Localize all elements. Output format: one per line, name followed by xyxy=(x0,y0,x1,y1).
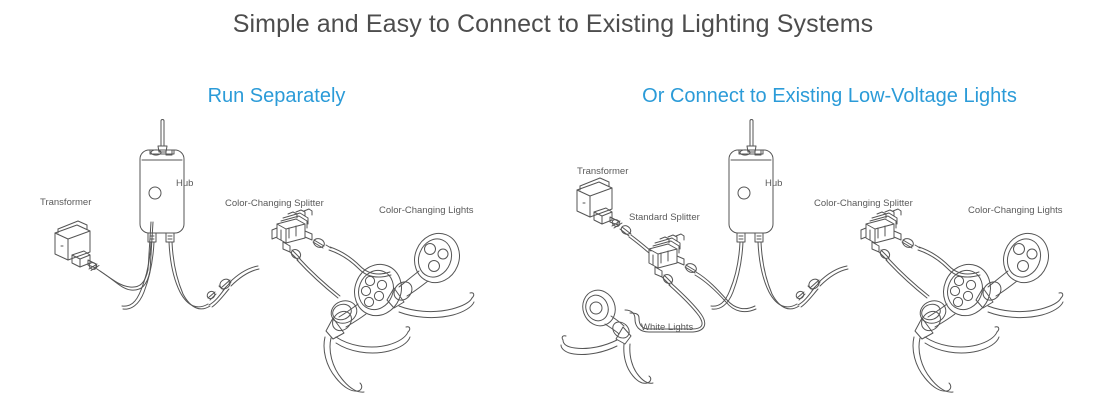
panel-connect-to-existing: Or Connect to Existing Low-Voltage Light… xyxy=(553,0,1106,405)
label-white-lights: White Lights xyxy=(641,322,694,333)
cable-connector xyxy=(661,274,674,286)
cable-splitter-branch-b xyxy=(918,246,980,275)
label-color-changing-lights: Color-Changing Lights xyxy=(379,205,474,216)
hub-icon xyxy=(728,119,774,243)
cable-splitter-branch-b xyxy=(329,246,391,275)
label-transformer: Transformer xyxy=(577,166,628,177)
standard-splitter-icon xyxy=(648,233,685,278)
cable-std-splitter-to-hub xyxy=(695,271,756,310)
transformer-icon xyxy=(576,177,619,226)
cable-transformer-to-std-splitter xyxy=(630,234,652,252)
color-changing-splitter-icon xyxy=(860,208,902,253)
hub-cable-left xyxy=(121,241,152,307)
cable-std-splitter-to-white-light xyxy=(634,282,706,333)
cable-transformer-to-hub xyxy=(96,221,152,288)
diagram-connect-to-existing: Transformer Standard Splitter Hub Color-… xyxy=(553,118,1106,405)
page-title: Simple and Easy to Connect to Existing L… xyxy=(232,10,874,38)
label-standard-splitter: Standard Splitter xyxy=(629,212,700,223)
label-color-changing-lights: Color-Changing Lights xyxy=(968,205,1063,216)
cable-connector xyxy=(901,238,921,249)
cable-connector xyxy=(807,278,821,291)
cable-connector xyxy=(878,249,891,261)
hub-cable-right xyxy=(168,241,209,308)
panel-heading-run-separately: Run Separately xyxy=(207,85,346,107)
label-color-changing-splitter: Color-Changing Splitter xyxy=(225,198,324,209)
color-changing-lights-icon xyxy=(323,232,475,393)
hub-cable-right xyxy=(757,241,798,308)
cable-connector xyxy=(684,263,697,274)
label-color-changing-splitter: Color-Changing Splitter xyxy=(814,198,913,209)
hub-cable-left xyxy=(710,241,741,307)
white-lights-icon xyxy=(560,289,654,384)
cable-connector xyxy=(206,290,217,301)
color-changing-splitter-icon xyxy=(271,208,313,253)
label-hub: Hub xyxy=(765,178,782,189)
hub-icon xyxy=(139,119,185,243)
cable-connector xyxy=(619,225,632,237)
cable-connector xyxy=(611,219,623,229)
cable-connector xyxy=(312,238,332,249)
cable-connector xyxy=(88,262,100,271)
cable-connector xyxy=(289,249,302,261)
label-hub: Hub xyxy=(176,178,193,189)
color-changing-lights-icon xyxy=(912,232,1064,393)
transformer-icon xyxy=(54,220,97,269)
diagram-run-separately: Transformer Hub Color-Changing Splitter … xyxy=(0,118,553,405)
cable-splitter-branch-a xyxy=(298,257,341,297)
label-transformer: Transformer xyxy=(40,197,91,208)
cable-connector xyxy=(795,290,806,301)
panel-heading-connect-to-existing: Or Connect to Existing Low-Voltage Light… xyxy=(642,85,1017,107)
cable-splitter-branch-a xyxy=(887,257,930,297)
panel-run-separately: Run Separately xyxy=(0,85,553,405)
cable-connector xyxy=(218,278,232,291)
